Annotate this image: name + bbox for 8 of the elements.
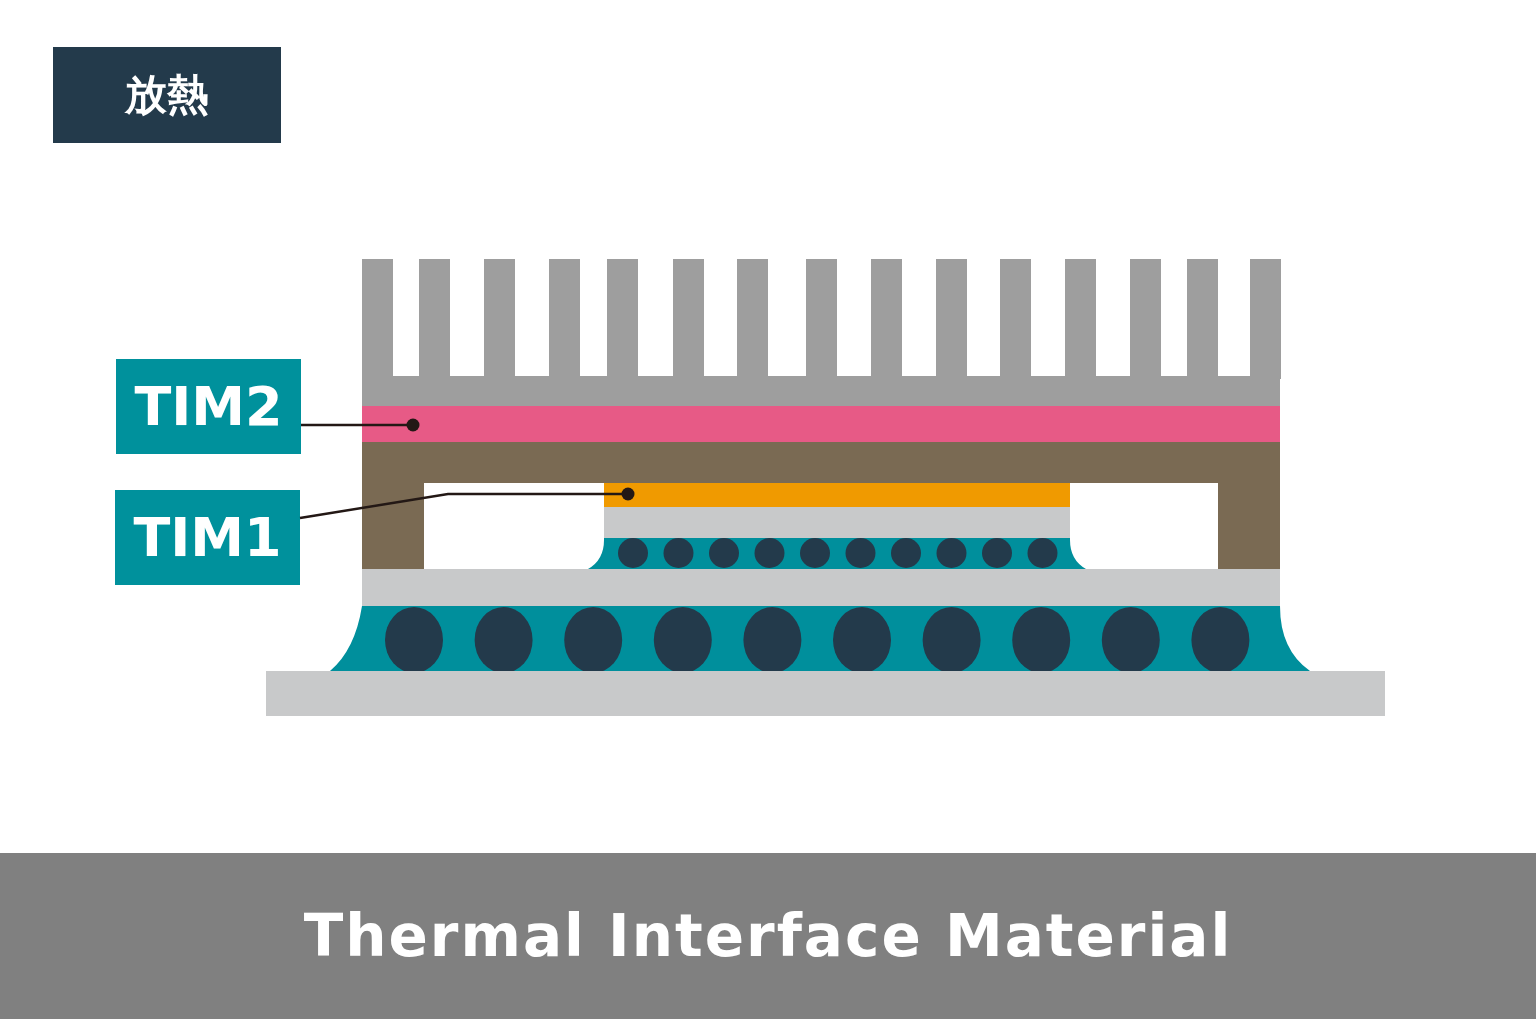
title-banner: 放熱: [53, 47, 281, 143]
tim2-layer: [362, 406, 1280, 442]
leader-line: [299, 487, 635, 520]
caption-banner: Thermal Interface Material: [0, 853, 1536, 1019]
label-box: TIM1: [115, 490, 300, 585]
tim1-layer: [604, 483, 1070, 507]
leader-line: [301, 418, 420, 432]
label-box: TIM2: [116, 359, 301, 454]
